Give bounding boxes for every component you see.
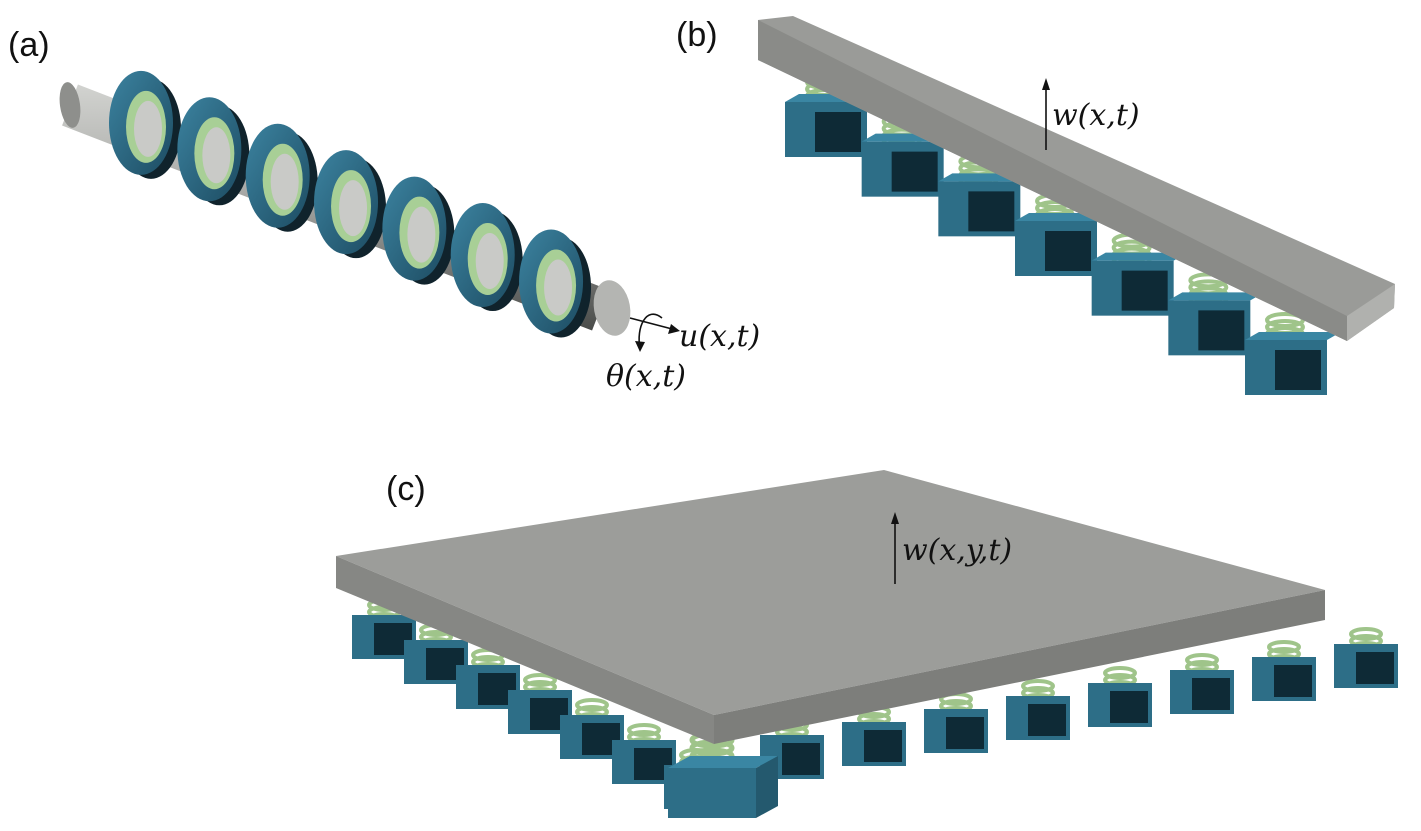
panel-c-label: (c): [386, 470, 426, 508]
ring-core: [202, 127, 231, 184]
mass-block-side: [756, 756, 778, 818]
ring-core: [544, 259, 573, 316]
beam-deflection-arrow: [1042, 78, 1050, 150]
ring-resonator: [450, 203, 523, 312]
beam-end: [1347, 284, 1395, 341]
mass-block-top: [1091, 252, 1188, 261]
plate-deflection-label: w(x,y,t): [902, 533, 1012, 568]
mass-block-cavity: [1198, 310, 1245, 351]
panel-b-label: (b): [676, 16, 718, 54]
spring-coil: [1103, 666, 1137, 680]
mass-block-cavity: [782, 743, 820, 775]
mass-block-cavity: [968, 191, 1015, 232]
spring-mass-unit: [1168, 272, 1265, 356]
spring-mass-unit: [1252, 640, 1316, 701]
mass-block-cavity: [1192, 678, 1230, 710]
beam-side: [758, 20, 1347, 341]
ring-resonator: [519, 229, 592, 338]
spring-mass-unit: [1170, 653, 1234, 714]
mass-block-cavity: [815, 112, 861, 152]
mass-block-cavity: [1121, 270, 1168, 311]
mass-block-top: [1245, 332, 1341, 340]
spring-coil: [1185, 653, 1219, 667]
spring-coil: [575, 698, 609, 712]
spring-mass-unit: [508, 673, 572, 734]
mass-block-cavity: [864, 730, 902, 762]
torsional-rotation-label: θ(x,t): [606, 359, 686, 394]
panel-a-label: (a): [8, 26, 50, 64]
ring-core: [475, 233, 504, 290]
spring-coil: [1267, 640, 1301, 654]
rod-end-left: [59, 82, 81, 128]
ring-resonator: [177, 97, 250, 206]
ring-resonator: [245, 123, 318, 232]
ring-resonator: [382, 176, 455, 285]
mass-block-cavity: [1275, 350, 1321, 390]
ring-core: [339, 180, 368, 237]
spring-mass-unit: [1015, 193, 1111, 276]
mass-block-top: [1168, 292, 1265, 301]
spring-coil: [627, 723, 661, 737]
mass-block-cavity: [946, 717, 984, 749]
mass-block-cavity: [426, 648, 464, 680]
spring-coil: [1349, 627, 1383, 641]
plate-on-resonators: [336, 470, 1398, 818]
mass-block-cavity: [374, 623, 412, 655]
spring-mass-unit: [924, 692, 988, 753]
mass-block-cavity: [478, 673, 516, 705]
spring-coil: [523, 673, 557, 687]
mass-block-cavity: [530, 698, 568, 730]
panel-c: (c) w(x,y,t): [336, 470, 1398, 818]
mass-block-cavity: [634, 748, 672, 780]
rod-end-right: [593, 280, 631, 336]
beam-deflection-label: w(x,t): [1052, 98, 1140, 133]
beam-top: [758, 16, 1395, 341]
mass-block-cavity: [582, 723, 620, 755]
mass-block: [668, 768, 756, 818]
spring-mass-unit: [1245, 312, 1341, 395]
mass-block-cavity: [1274, 665, 1312, 697]
plate-deflection-arrow: [891, 512, 899, 584]
spring-mass-unit: [560, 698, 624, 759]
ring-core: [270, 153, 299, 210]
mass-block-cavity: [1356, 652, 1394, 684]
ring-core: [407, 206, 436, 263]
axial-displacement-arrow: [629, 313, 680, 352]
spring-mass-unit: [1006, 679, 1070, 740]
resonator-rod: [59, 70, 631, 338]
spring-mass-unit: [938, 153, 1035, 237]
mass-block-top: [668, 756, 778, 768]
mass-block-cavity: [1045, 231, 1091, 271]
plate-side-left: [336, 556, 714, 744]
spring-mass-unit: [861, 113, 958, 197]
mass-block-cavity: [1110, 691, 1148, 723]
plate-side-front: [714, 590, 1325, 744]
beam-on-resonators: [758, 16, 1395, 395]
ring-resonator: [109, 70, 182, 179]
plate-top: [336, 470, 1325, 715]
spring-coil: [1021, 679, 1055, 693]
panel-a: (a) u(x,t) θ(x,t): [8, 26, 760, 394]
axial-displacement-label: u(x,t): [679, 319, 760, 354]
spring-mass-unit: [1088, 666, 1152, 727]
spring-mass-unit: [1091, 232, 1188, 316]
spring-mass-unit: [1334, 627, 1398, 688]
panel-b: (b) w(x,t): [676, 16, 1395, 395]
ring-core: [134, 100, 163, 157]
ring-resonator: [314, 150, 387, 259]
mass-block-cavity: [1028, 704, 1066, 736]
mass-block-cavity: [891, 151, 938, 192]
